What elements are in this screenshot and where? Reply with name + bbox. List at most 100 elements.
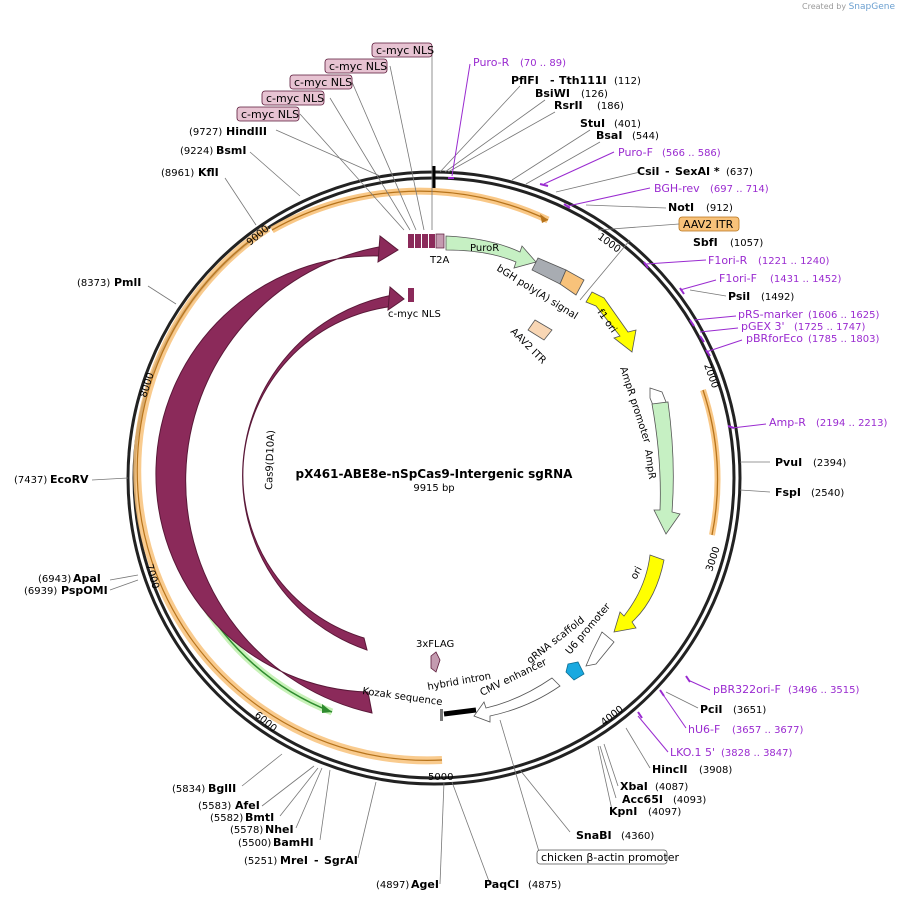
site-bamhi: BamHI [273, 836, 314, 849]
bgh-box [531, 257, 567, 285]
site-hincii: HincII [652, 763, 688, 776]
site-ecorv: EcoRV [50, 473, 89, 486]
primer-puro-f: Puro-F [618, 146, 653, 159]
primer-amp-r-range: (2194 .. 2213) [816, 418, 888, 429]
primer-pgex-range: (1725 .. 1747) [794, 322, 866, 333]
site-mrei: MreI [280, 854, 308, 867]
site-paqci: PaqCI [484, 878, 519, 891]
site-nhei: NheI [265, 823, 294, 836]
cmyc-label-2: c-myc NLS [329, 60, 387, 73]
site-csii: CsiI [637, 165, 659, 178]
coord-ecorv: (7437) [14, 475, 47, 486]
cas9d10a-arc [242, 294, 394, 651]
plasmid-name: pX461-ABE8e-nSpCas9-Intergenic sgRNA [296, 467, 574, 481]
label-t2a: T2A [429, 255, 449, 266]
primer-pgex: pGEX 3' [741, 320, 785, 333]
coord-nhei: (5578) [230, 825, 263, 836]
coord-sbfi: (1057) [730, 238, 763, 249]
coord-noti: (912) [706, 203, 733, 214]
coord-paqci: (4875) [528, 880, 561, 891]
cmyc-label-4: c-myc NLS [266, 92, 324, 105]
site-tth111i: Tth111I [559, 74, 607, 87]
primer-lko-range: (3828 .. 3847) [721, 748, 793, 759]
coord-psii: (1492) [761, 292, 794, 303]
coord-kpni: (4097) [648, 807, 681, 818]
site-pflfi: PflFI [511, 74, 539, 87]
f1ori-arrow [585, 291, 637, 353]
primer-pbr322ori: pBR322ori-F [713, 683, 781, 696]
coord-afei: (5583) [198, 801, 231, 812]
coord-pflfi: (112) [614, 76, 641, 87]
primer-amp-r: Amp-R [769, 416, 806, 429]
label-flag: 3xFLAG [416, 639, 454, 650]
site-xbai: XbaI [620, 780, 648, 793]
site-sexai: SexAI * [675, 165, 720, 178]
coord-hindiii: (9727) [189, 127, 222, 138]
ampr-arrow [651, 401, 681, 535]
coord-pvui: (2394) [813, 458, 846, 469]
coord-kfli: (8961) [161, 168, 194, 179]
site-snabi: SnaBI [576, 829, 612, 842]
coord-bsmi: (9224) [180, 146, 213, 157]
primer-pbrforeco-range: (1785 .. 1803) [808, 334, 880, 345]
site-hindiii: HindIII [226, 125, 267, 138]
coord-pspompi: (6939) [24, 586, 57, 597]
coord-xbai: (4087) [655, 782, 688, 793]
tick-5000: 5000 [428, 772, 453, 783]
primer-labels: Puro-R (70 .. 89) Puro-F (566 .. 586) BG… [473, 56, 888, 759]
site-fspi: FspI [775, 486, 801, 499]
label-ampr-promoter: AmpR promoter [617, 366, 652, 446]
bgh-highlight [559, 269, 585, 296]
site-acc65i: Acc65I [622, 793, 663, 806]
site-bglii: BglII [208, 782, 236, 795]
cmyc-segments [408, 233, 445, 302]
kozak-mark [440, 709, 443, 721]
site-stui: StuI [580, 117, 605, 130]
primer-hu6-range: (3657 .. 3677) [732, 725, 804, 736]
cmyc-label-1: c-myc NLS [376, 44, 434, 57]
site-noti: NotI [668, 201, 694, 214]
coord-bsai: (544) [632, 131, 659, 142]
credit-text: Created by [802, 2, 847, 11]
cmyc-label-boxes: c-myc NLS c-myc NLS c-myc NLS c-myc NLS … [236, 42, 434, 122]
label-cas9: Cas9 [195, 427, 213, 456]
primer-f1ori-f-range: (1431 .. 1452) [770, 274, 842, 285]
coord-bamhi: (5500) [238, 838, 271, 849]
u6-promoter-arrow [585, 631, 615, 667]
coord-hincii: (3908) [699, 765, 732, 776]
creator-credit: Created by SnapGene [802, 2, 895, 12]
label-cmyc-inner: c-myc NLS [388, 309, 441, 320]
site-afei: AfeI [235, 799, 260, 812]
coord-stui: (401) [614, 119, 641, 130]
site-psii: PsiI [728, 290, 750, 303]
primer-marks [448, 177, 735, 719]
coord-agei: (4897) [376, 880, 409, 891]
label-ampr: AmpR [642, 449, 657, 480]
site-bsiwi: BsiWI [535, 87, 570, 100]
cmyc-label-5: c-myc NLS [241, 108, 299, 121]
coord-acc65i: (4093) [673, 795, 706, 806]
site-agei: AgeI [411, 878, 439, 891]
chicken-promoter-box [536, 849, 668, 865]
site-labels-left: (4897) AgeI (5251) MreI - SgrAI (5500) B… [14, 125, 439, 891]
coord-rsrii: (186) [597, 101, 624, 112]
site-bmti: BmtI [245, 811, 274, 824]
primer-bgh-rev-range: (697 .. 714) [710, 184, 769, 195]
coord-apai: (6943) [38, 574, 71, 585]
aav2-itr-label: AAV2 ITR [683, 218, 734, 231]
coord-bglii: (5834) [172, 784, 205, 795]
primer-f1ori-f: F1ori-F [719, 272, 757, 285]
primer-hu6: hU6-F [688, 723, 720, 736]
site-kfli: KflI [198, 166, 219, 179]
coord-bmti: (5582) [210, 813, 243, 824]
primer-f1ori-r: F1ori-R [708, 254, 748, 267]
site-csii-sep: - [665, 165, 670, 178]
cas9d10a-arrowhead [387, 285, 405, 312]
chicken-promoter-label: chicken β-actin promoter [541, 851, 679, 864]
label-ori: ori [629, 565, 645, 582]
site-sgrai: SgrAI [324, 854, 358, 867]
primer-puro-r: Puro-R [473, 56, 510, 69]
cmyc-label-3: c-myc NLS [294, 76, 352, 89]
primer-bgh-rev: BGH-rev [654, 182, 700, 195]
site-pspomi: PspOMI [61, 584, 108, 597]
